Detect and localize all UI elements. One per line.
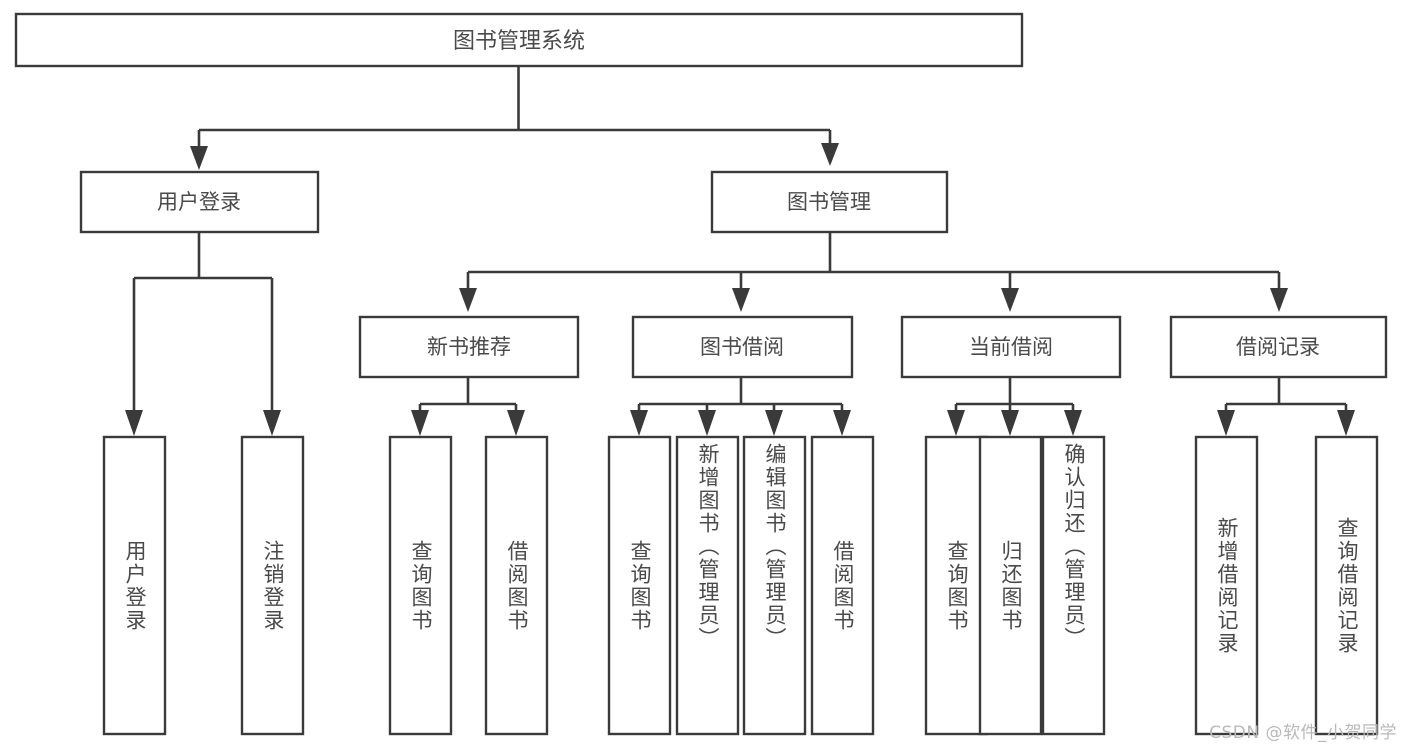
arrow-head-new-book-rec	[459, 288, 477, 312]
arrow-head-current-leaf-1	[947, 410, 965, 436]
leaf-box-query-book-borrow[interactable]	[607, 435, 672, 736]
leaf-box-query-book-rec[interactable]	[388, 435, 453, 736]
watermark-text: CSDN @软件_小贺同学	[1209, 723, 1397, 743]
node-new-book-recommend[interactable]: 新书推荐	[358, 315, 580, 379]
arrow-head-borrow-leaf-1	[630, 410, 648, 436]
arrow-head-user-login	[190, 146, 208, 170]
node-borrow-record[interactable]: 借阅记录	[1169, 315, 1388, 379]
node-current-borrow-rect[interactable]	[900, 315, 1122, 379]
node-user-login-label: 用户登录	[157, 190, 241, 214]
leaf-box-borrow-book[interactable]	[810, 435, 875, 736]
arrow-head-rec-leaf-1	[411, 410, 429, 436]
arrow-head-leaf-logout	[263, 410, 281, 436]
arrow-head-leaf-user-login	[125, 410, 143, 436]
leaf-nodes	[102, 435, 1379, 736]
arrow-head-borrow-leaf-2	[698, 410, 716, 436]
node-book-borrow-rect[interactable]	[631, 315, 854, 379]
node-book-management[interactable]: 图书管理	[710, 170, 949, 234]
node-current-borrow-label: 当前借阅	[969, 335, 1053, 359]
arrow-head-current-leaf-3	[1064, 410, 1082, 436]
node-book-borrow[interactable]: 图书借阅	[631, 315, 854, 379]
node-user-login[interactable]: 用户登录	[79, 170, 320, 234]
node-book-management-rect[interactable]	[710, 170, 949, 234]
node-borrow-record-label: 借阅记录	[1236, 335, 1320, 359]
leaf-box-logout[interactable]	[240, 435, 305, 736]
arrow-head-rec-leaf-2	[507, 410, 525, 436]
node-book-borrow-label: 图书借阅	[700, 335, 784, 359]
leaf-box-add-borrow-record[interactable]	[1194, 435, 1259, 736]
arrow-head-record-leaf-2	[1337, 410, 1355, 436]
arrow-head-book-mgmt	[821, 143, 839, 166]
leaf-box-edit-book[interactable]	[742, 435, 807, 736]
node-user-login-rect[interactable]	[79, 170, 320, 234]
arrow-head-borrow-leaf-3	[765, 410, 783, 436]
connectors	[125, 66, 1355, 436]
arrow-head-borrow-leaf-4	[833, 410, 851, 436]
node-new-book-recommend-label: 新书推荐	[427, 335, 511, 359]
node-borrow-record-rect[interactable]	[1169, 315, 1388, 379]
node-root[interactable]: 图书管理系统	[14, 12, 1024, 68]
node-root-rect[interactable]	[14, 12, 1024, 68]
node-current-borrow[interactable]: 当前借阅	[900, 315, 1122, 379]
node-root-label: 图书管理系统	[453, 29, 585, 54]
arrow-head-current-borrow	[1001, 288, 1019, 312]
leaf-box-add-book[interactable]	[675, 435, 740, 736]
leaf-box-user-login[interactable]	[102, 435, 167, 736]
node-book-management-label: 图书管理	[787, 190, 871, 214]
leaf-box-query-borrow-record[interactable]	[1314, 435, 1379, 736]
arrow-head-current-leaf-2	[1001, 410, 1019, 436]
leaf-box-borrow-book-rec[interactable]	[484, 435, 549, 736]
node-new-book-recommend-rect[interactable]	[358, 315, 580, 379]
arrow-head-record-leaf-1	[1217, 410, 1235, 436]
leaf-box-confirm-return[interactable]	[1041, 435, 1106, 736]
leaf-box-query-book-current[interactable]	[924, 435, 989, 736]
arrow-head-borrow-record	[1270, 288, 1288, 312]
leaf-box-return-book[interactable]	[978, 435, 1043, 736]
arrow-head-book-borrow	[732, 288, 750, 312]
